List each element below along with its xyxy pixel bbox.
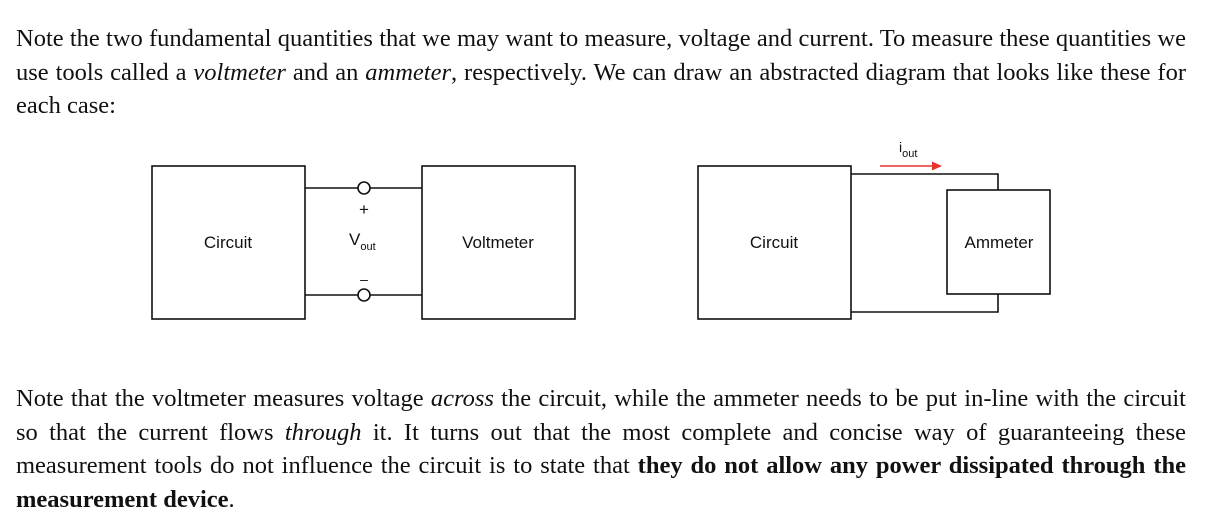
current-arrow-head [932,161,942,171]
explanation-text-1: Note that the voltmeter measures voltage [16,385,431,412]
ammeter-diagram [697,165,1051,320]
key-statement: they do not allow any power dissipated t… [16,452,1186,513]
circuit-box-left [151,165,306,320]
circuit-label-right: Circuit [750,233,798,252]
terminal-negative [357,288,371,302]
i-main: i [899,139,902,155]
ammeter-label: Ammeter [965,233,1034,252]
voltmeter-term: voltmeter [193,58,286,86]
explanation-text-4: . [228,485,235,513]
v-out-label: Vout [349,230,376,253]
wire-top-ammeter [851,173,999,190]
intro-text-2: and an [285,58,366,86]
wire-bottom-ammeter [851,294,999,313]
through-term: through [284,418,362,446]
v-subscript: out [360,241,375,253]
minus-sign: – [360,271,368,287]
explanation-paragraph: Note that the voltmeter measures voltage… [16,382,1186,516]
explanation-text-3: it. It turns out that the most complete … [16,418,1187,480]
intro-paragraph: Note the two fundamental quantities that… [16,22,1186,123]
i-subscript: out [902,148,917,160]
circuit-box-right [697,165,852,320]
across-term: across [430,385,494,412]
plus-sign: + [359,200,369,219]
voltmeter-box [421,165,576,320]
circuit-label-left: Circuit [204,233,252,252]
intro-text-3: , respectively. We can draw an abstracte… [16,58,1187,120]
voltmeter-label: Voltmeter [462,233,534,252]
explanation-text-2: the circuit, while the ammeter needs to … [16,385,1186,446]
i-out-label: iout [899,139,917,160]
voltmeter-diagram [151,165,576,320]
ammeter-term: ammeter [365,58,451,86]
v-main: V [349,230,361,249]
terminal-positive [357,181,371,195]
intro-text-1: Note the two fundamental quantities that… [16,25,1186,86]
